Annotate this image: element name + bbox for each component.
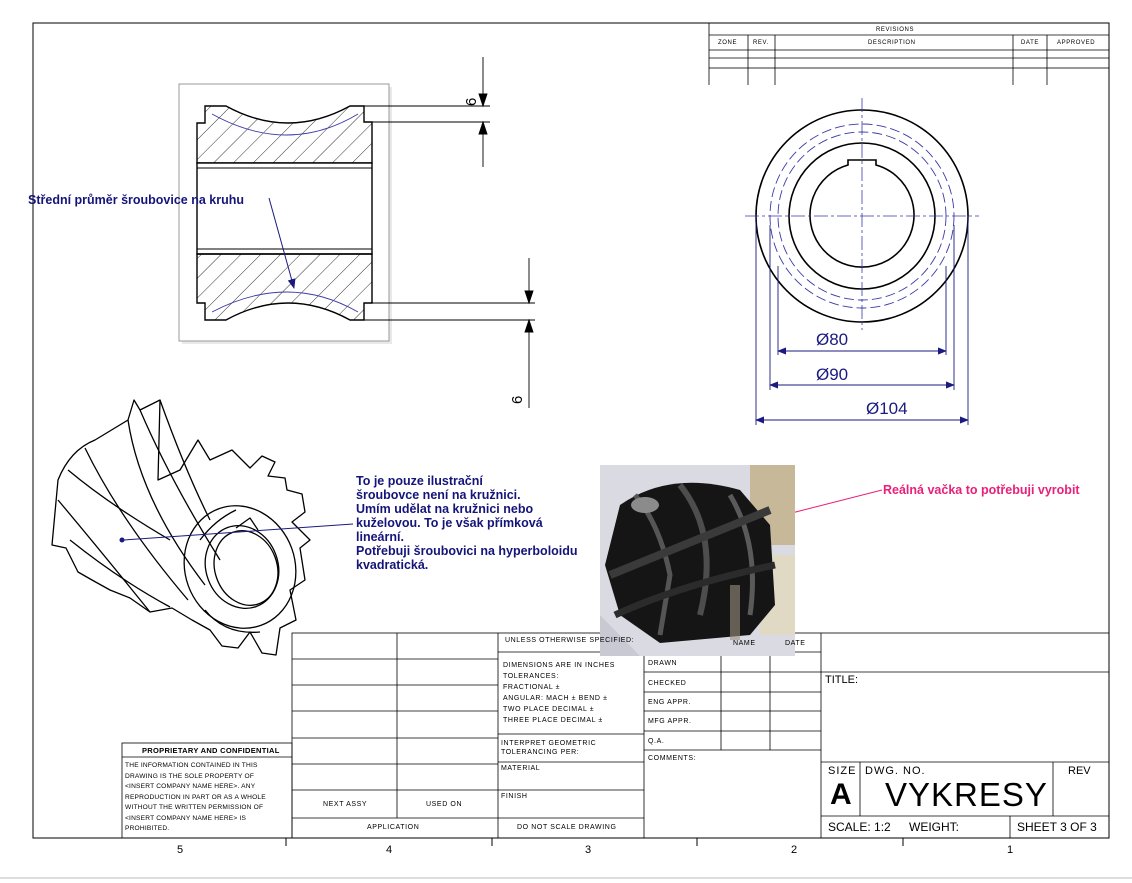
title-label: TITLE: xyxy=(825,674,859,686)
section-view xyxy=(178,83,392,344)
interpret-geometric: INTERPRET GEOMETRIC TOLERANCING PER: xyxy=(501,740,597,756)
application-label: APPLICATION xyxy=(367,824,420,831)
rev-col-approved: APPROVED xyxy=(1057,40,1096,46)
rev-col-rev: REV. xyxy=(753,40,769,46)
real-cam-note: Reálná vačka to potřebuji vyrobit xyxy=(883,483,1080,497)
material-label: MATERIAL xyxy=(501,765,541,772)
sheet-value: SHEET 3 OF 3 xyxy=(1017,820,1097,834)
drawn-label: DRAWN xyxy=(648,660,678,667)
dim-text-thickness-bottom: 6 xyxy=(509,395,526,404)
size-label: SIZE xyxy=(828,765,857,777)
rev-label: REV xyxy=(1068,765,1091,777)
used-on-label: USED ON xyxy=(426,801,463,808)
zone-2: 2 xyxy=(791,844,798,856)
name-header: NAME xyxy=(733,640,756,647)
helix-diameter-note: Střední průměr šroubovice na kruhu xyxy=(28,193,245,207)
rev-col-date: DATE xyxy=(1021,40,1039,46)
date-header: DATE xyxy=(785,640,806,647)
mfg-appr-label: MFG APPR. xyxy=(648,718,692,725)
next-assy-label: NEXT ASSY xyxy=(323,801,368,808)
zone-1: 1 xyxy=(1007,844,1014,856)
finish-label: FINISH xyxy=(501,793,528,800)
dim-text-d80: Ø80 xyxy=(816,330,849,349)
diameter-dimensions xyxy=(755,216,969,425)
do-not-scale: DO NOT SCALE DRAWING xyxy=(517,824,617,831)
illustration-note: To je pouze ilustrační šroubovce není na… xyxy=(356,474,578,572)
real-cam-photo xyxy=(600,465,795,656)
zone-3: 3 xyxy=(585,844,592,856)
dwg-no-value: VYKRESY xyxy=(885,776,1048,813)
title-block xyxy=(121,632,1110,839)
zone-4: 4 xyxy=(386,844,393,856)
dim-thickness-bottom xyxy=(364,258,535,408)
dwg-no-label: DWG. NO. xyxy=(865,765,926,777)
revisions-title: REVISIONS xyxy=(876,27,915,33)
proprietary-text: THE INFORMATION CONTAINED IN THIS DRAWIN… xyxy=(125,762,266,832)
front-view xyxy=(745,98,979,330)
dim-text-thickness-top: 6 xyxy=(463,97,480,106)
revisions-table xyxy=(708,22,1110,85)
zone-5: 5 xyxy=(177,844,184,856)
unless-specified: UNLESS OTHERWISE SPECIFIED: xyxy=(505,637,635,644)
proprietary-title: PROPRIETARY AND CONFIDENTIAL xyxy=(142,746,280,755)
isometric-cutter xyxy=(51,399,311,656)
checked-label: CHECKED xyxy=(648,680,687,687)
rev-col-zone: ZONE xyxy=(718,40,738,46)
scale-value: SCALE: 1:2 xyxy=(828,820,891,834)
size-value: A xyxy=(830,778,852,811)
weight-label: WEIGHT: xyxy=(909,820,959,834)
tolerance-notes: DIMENSIONS ARE IN INCHES TOLERANCES: FRA… xyxy=(503,662,616,724)
dim-thickness-top xyxy=(364,57,490,167)
eng-appr-label: ENG APPR. xyxy=(648,699,692,706)
dim-text-d90: Ø90 xyxy=(816,365,849,384)
comments-label: COMMENTS: xyxy=(648,755,697,762)
dim-text-d104: Ø104 xyxy=(866,399,908,418)
qa-label: Q.A. xyxy=(648,738,665,745)
rev-col-description: DESCRIPTION xyxy=(868,40,916,46)
